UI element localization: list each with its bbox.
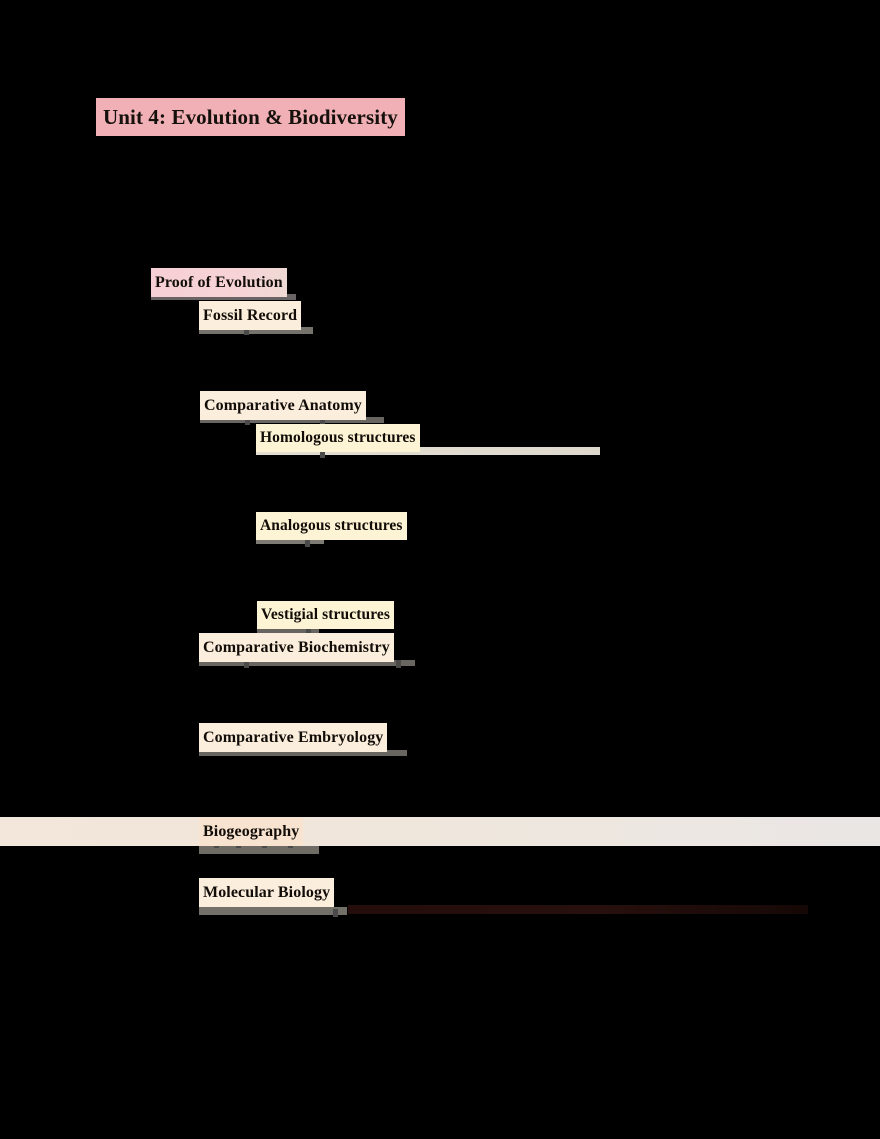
node-analogous-structures[interactable]: Analogous structures (256, 512, 407, 540)
node-homologous-structures[interactable]: Homologous structures (256, 424, 420, 452)
node-biogeography-label: Biogeography (203, 822, 300, 840)
molecular-biology-underline-band (199, 907, 347, 915)
anchor-stub (396, 660, 401, 668)
node-comparative-anatomy[interactable]: Comparative Anatomy (200, 391, 366, 420)
anchor-stub (333, 909, 338, 917)
page-title: Unit 4: Evolution & Biodiversity (96, 98, 405, 136)
node-proof-of-evolution[interactable]: Proof of Evolution (151, 268, 287, 297)
node-homologous-structures-label: Homologous structures (260, 429, 416, 447)
node-vestigial-structures[interactable]: Vestigial structures (257, 601, 395, 629)
anchor-stub (306, 628, 311, 636)
node-comparative-embryology-label: Comparative Embryology (203, 728, 384, 746)
node-comparative-biochemistry[interactable]: Comparative Biochemistry (199, 633, 394, 662)
node-comparative-anatomy-label: Comparative Anatomy (204, 396, 362, 414)
node-analogous-structures-label: Analogous structures (260, 517, 403, 535)
node-molecular-biology-label: Molecular Biology (203, 883, 331, 901)
node-biogeography[interactable]: Biogeography (199, 817, 304, 846)
node-comparative-embryology[interactable]: Comparative Embryology (199, 723, 388, 752)
anchor-stub (245, 417, 250, 425)
anchor-stub (244, 660, 249, 668)
node-fossil-record[interactable]: Fossil Record (199, 301, 302, 330)
molecular-biology-wrapped-text-band (348, 905, 808, 914)
comparative-embryology-underline-band (199, 750, 407, 756)
analogous-structures-underline-band (256, 537, 324, 544)
node-proof-of-evolution-label: Proof of Evolution (155, 273, 283, 291)
biogeography-underline-band (199, 846, 319, 854)
page-title-label: Unit 4: Evolution & Biodiversity (103, 104, 398, 129)
node-fossil-record-label: Fossil Record (203, 306, 298, 324)
homologous-structures-wrapped-text-band (256, 447, 600, 455)
node-vestigial-structures-label: Vestigial structures (261, 606, 391, 624)
vestigial-structures-underline-band (257, 627, 319, 633)
anchor-stub (244, 327, 249, 335)
fossil-record-underline-band (199, 327, 313, 334)
biogeography-wrapped-text-band (0, 817, 880, 846)
anchor-stub (305, 539, 310, 547)
proof-of-evolution-underline-band (151, 294, 296, 300)
node-comparative-biochemistry-label: Comparative Biochemistry (203, 638, 390, 656)
comparative-anatomy-underline-band (200, 417, 384, 423)
node-molecular-biology[interactable]: Molecular Biology (199, 878, 335, 907)
anchor-stub (320, 450, 325, 458)
comparative-biochemistry-underline-band (199, 660, 415, 666)
anchor-stub (320, 417, 325, 425)
